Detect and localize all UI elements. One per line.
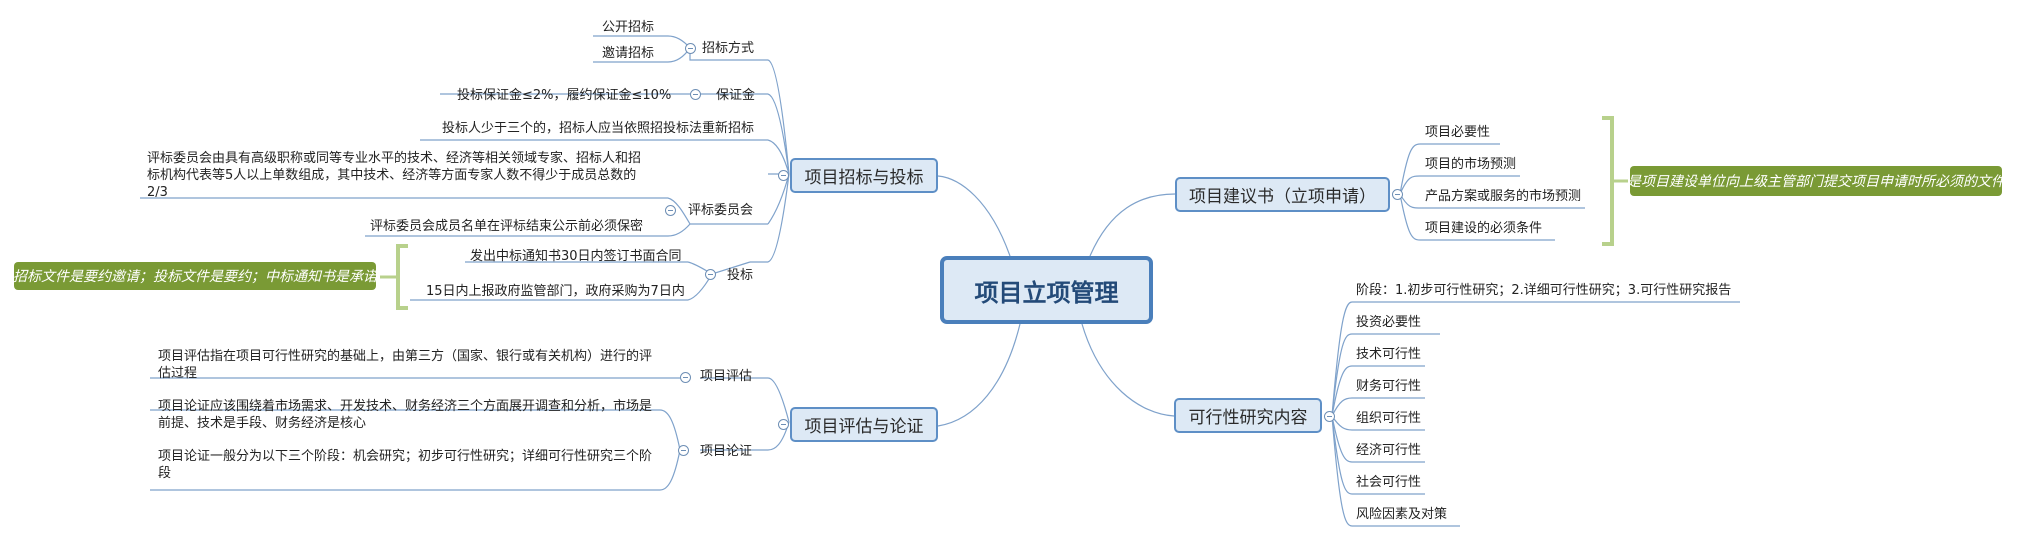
subtopic-committee[interactable]: 评标委员会 [688, 203, 754, 218]
leaf-committee-composition[interactable]: 评标委员会由具有高级职称或同等专业水平的技术、经济等相关领域专家、招标人和招标机… [147, 151, 642, 200]
leaf-technical-feasibility[interactable]: 技术可行性 [1356, 347, 1422, 362]
collapse-icon[interactable] [678, 445, 689, 456]
leaf-financial-feasibility[interactable]: 财务可行性 [1356, 379, 1422, 394]
subtopic-bid-methods[interactable]: 招标方式 [702, 41, 755, 56]
leaf-open-bidding[interactable]: 公开招标 [602, 20, 655, 35]
leaf-rebid-rule[interactable]: 投标人少于三个的，招标人应当依照招投标法重新招标 [442, 121, 755, 136]
leaf-product-forecast[interactable]: 产品方案或服务的市场预测 [1425, 189, 1582, 204]
leaf-project-necessity[interactable]: 项目必要性 [1425, 125, 1491, 140]
collapse-icon[interactable] [778, 419, 789, 430]
collapse-icon[interactable] [705, 269, 716, 280]
leaf-deposit-rule[interactable]: 投标保证金≤2%，履约保证金≤10% [457, 88, 672, 103]
leaf-investment-necessity[interactable]: 投资必要性 [1356, 315, 1422, 330]
leaf-feasibility-stages[interactable]: 阶段：1.初步可行性研究；2.详细可行性研究；3.可行性研究报告 [1356, 283, 1732, 298]
branch-bidding[interactable]: 项目招标与投标 [790, 158, 938, 193]
leaf-market-forecast[interactable]: 项目的市场预测 [1425, 157, 1517, 172]
subtopic-deposit[interactable]: 保证金 [716, 88, 756, 103]
leaf-tender-report[interactable]: 15日内上报政府监管部门，政府采购为7日内 [426, 284, 685, 299]
collapse-icon[interactable] [1392, 189, 1403, 200]
leaf-social-feasibility[interactable]: 社会可行性 [1356, 475, 1422, 490]
leaf-demonstration-stages[interactable]: 项目论证一般分为以下三个阶段：机会研究；初步可行性研究；详细可行性研究三个阶段 [158, 449, 653, 481]
collapse-icon[interactable] [665, 205, 676, 216]
collapse-icon[interactable] [778, 170, 789, 181]
collapse-icon[interactable] [690, 89, 701, 100]
branch-proposal[interactable]: 项目建议书（立项申请） [1175, 177, 1390, 212]
leaf-economic-feasibility[interactable]: 经济可行性 [1356, 443, 1422, 458]
summary-note-tender[interactable]: 招标文件是要约邀请；投标文件是要约；中标通知书是承诺 [13, 262, 377, 290]
summary-note-proposal[interactable]: 是项目建设单位向上级主管部门提交项目申请时所必须的文件 [1627, 166, 2005, 196]
subtopic-tender[interactable]: 投标 [727, 268, 754, 283]
leaf-assessment-definition[interactable]: 项目评估指在项目可行性研究的基础上，由第三方（国家、银行或有关机构）进行的评估过… [158, 349, 653, 381]
leaf-invited-bidding[interactable]: 邀请招标 [602, 46, 655, 61]
leaf-risk-factors[interactable]: 风险因素及对策 [1356, 507, 1448, 522]
root-topic[interactable]: 项目立项管理 [940, 256, 1153, 324]
leaf-committee-secrecy[interactable]: 评标委员会成员名单在评标结束公示前必须保密 [370, 219, 644, 234]
leaf-organizational-feasibility[interactable]: 组织可行性 [1356, 411, 1422, 426]
leaf-demonstration-focus[interactable]: 项目论证应该围绕着市场需求、开发技术、财务经济三个方面展开调查和分析，市场是前提… [158, 399, 653, 431]
collapse-icon[interactable] [680, 372, 691, 383]
leaf-tender-contract[interactable]: 发出中标通知书30日内签订书面合同 [470, 249, 682, 264]
leaf-construction-conditions[interactable]: 项目建设的必须条件 [1425, 221, 1543, 236]
branch-evaluation[interactable]: 项目评估与论证 [790, 407, 938, 442]
collapse-icon[interactable] [685, 43, 696, 54]
branch-feasibility[interactable]: 可行性研究内容 [1174, 398, 1322, 433]
subtopic-assessment[interactable]: 项目评估 [700, 369, 753, 384]
collapse-icon[interactable] [1324, 411, 1335, 422]
subtopic-demonstration[interactable]: 项目论证 [700, 444, 753, 459]
